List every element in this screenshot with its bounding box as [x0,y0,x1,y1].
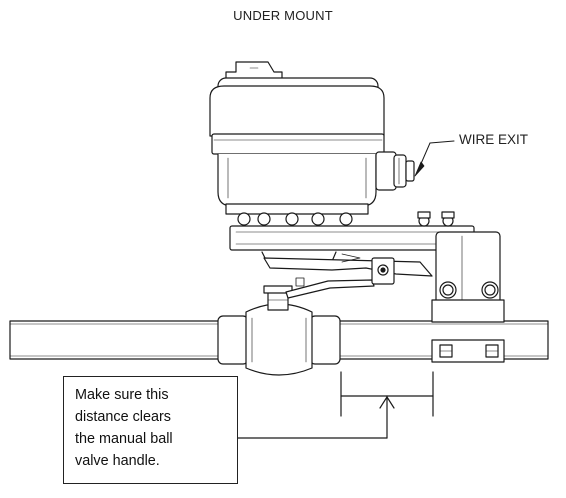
note-line-3: the manual ball [75,431,173,447]
ball-valve [217,285,341,376]
clearance-dimension [237,371,434,439]
note-line-2: distance clears [75,409,171,425]
stem-coupling [261,251,433,285]
note-line-4: valve handle. [75,453,160,469]
diagram-title: UNDER MOUNT [233,8,333,23]
note-line-1: Make sure this [75,387,169,403]
cable-gland [375,151,415,191]
clearance-note-box: Make sure this distance clears the manua… [63,376,238,484]
pipe-clamp [431,231,505,363]
wire-exit-leader [414,140,455,177]
actuator-housing [209,61,385,226]
wire-exit-label: WIRE EXIT [459,132,529,147]
manual-valve-handle [285,277,375,299]
mounting-bracket [229,211,475,251]
